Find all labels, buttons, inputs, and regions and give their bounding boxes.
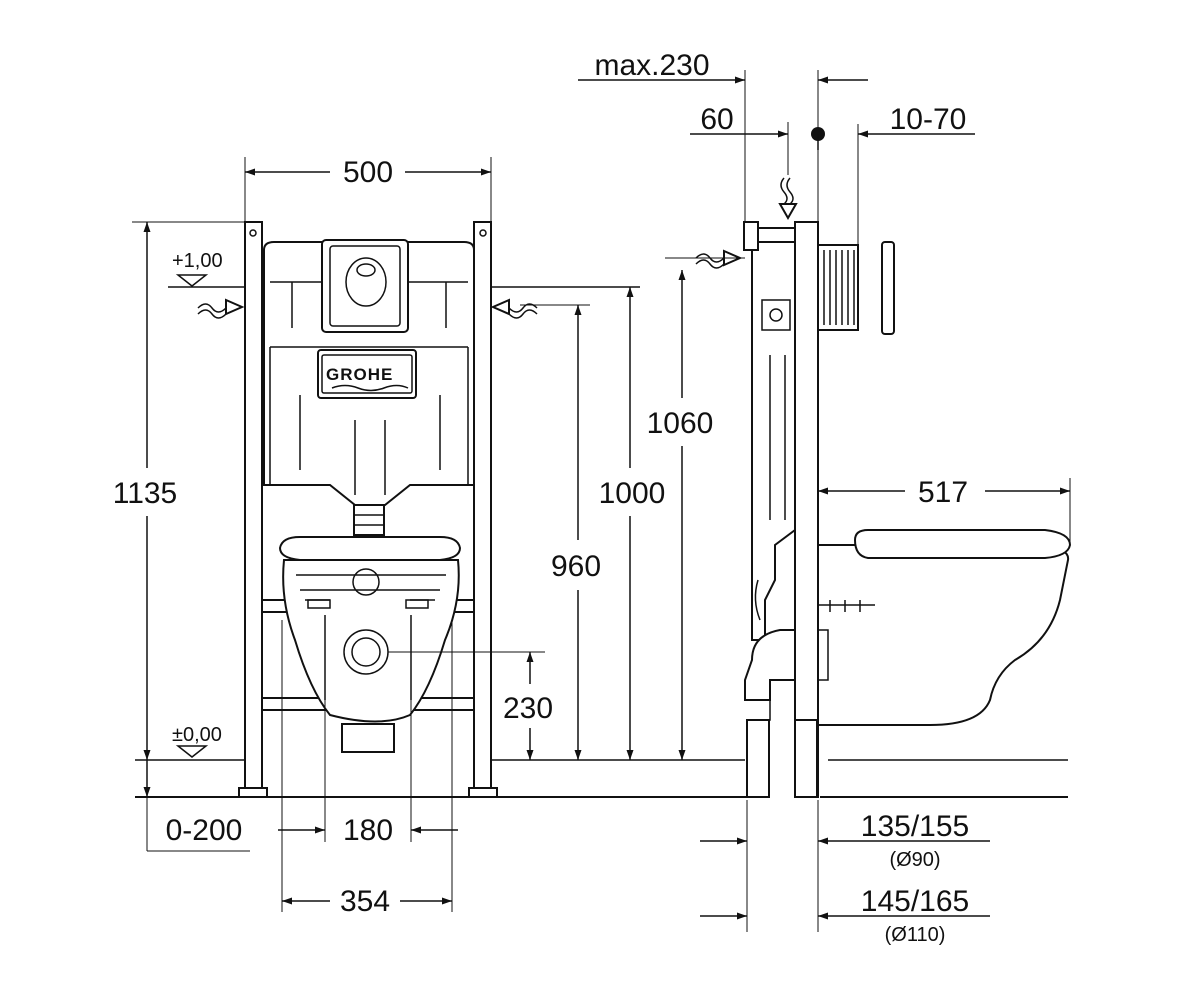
dim-adjust-range-label: 0-200 bbox=[166, 814, 243, 847]
dim-1000-label: 1000 bbox=[599, 477, 666, 510]
flush-arrow-icon bbox=[778, 177, 798, 221]
level-marker-icon bbox=[175, 274, 209, 758]
brand-logo: GROHE bbox=[326, 365, 393, 384]
dim-pipe-90-label: 135/155 bbox=[861, 810, 969, 843]
side-dimension-lines bbox=[578, 70, 1071, 932]
side-inlet-icon bbox=[665, 249, 743, 269]
front-bowl bbox=[278, 536, 462, 753]
dim-pipe-110-note: (Ø110) bbox=[885, 924, 946, 946]
dim-pipe-90-note: (Ø90) bbox=[889, 849, 940, 871]
dim-max-depth-label: max.230 bbox=[594, 49, 709, 82]
level-bottom-label: ±0,00 bbox=[172, 724, 222, 746]
front-dimension-lines bbox=[132, 157, 634, 912]
cistern: GROHE bbox=[263, 239, 475, 536]
level-top-label: +1,00 bbox=[172, 250, 223, 272]
dim-354-label: 354 bbox=[340, 885, 390, 918]
dim-width-label: 500 bbox=[343, 156, 393, 189]
dim-960-label: 960 bbox=[551, 550, 601, 583]
dim-total-height-label: 1135 bbox=[113, 477, 178, 510]
dim-pipe-110-label: 145/165 bbox=[861, 885, 969, 918]
dim-517-label: 517 bbox=[918, 476, 968, 509]
side-frame bbox=[743, 221, 895, 798]
floor-lines bbox=[135, 286, 1068, 798]
dim-1060-label: 1060 bbox=[647, 407, 714, 440]
water-inlet-icon bbox=[197, 298, 538, 319]
dim-180-label: 180 bbox=[343, 814, 393, 847]
dim-wall-range-label: 10-70 bbox=[890, 103, 967, 136]
dim-230-label: 230 bbox=[503, 692, 553, 725]
dim-60-label: 60 bbox=[700, 103, 733, 136]
side-bowl bbox=[817, 529, 1072, 726]
